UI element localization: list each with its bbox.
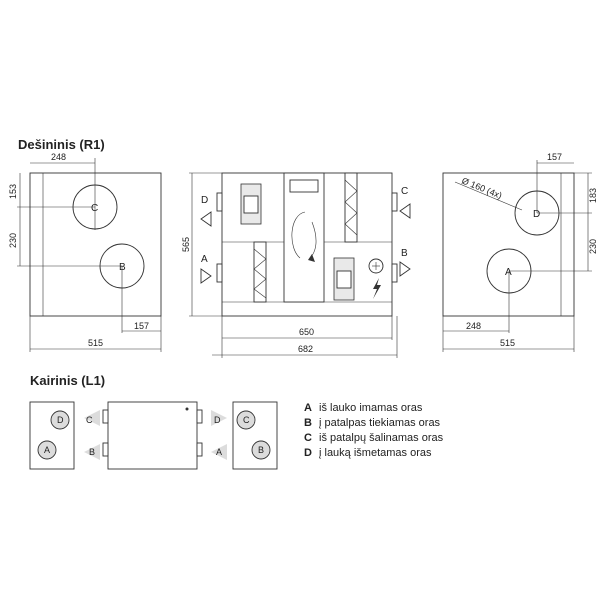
legend-text-d: į lauką išmetamas oras [319, 447, 432, 459]
legend-letter-d: D [304, 447, 312, 459]
dim-middle-682: 682 [298, 344, 313, 354]
left-flap-bottom [216, 263, 223, 283]
control-display [289, 179, 319, 193]
l1-arrow-a-label: A [216, 447, 222, 457]
dim-left-248: 248 [51, 152, 66, 162]
dim-right-157: 157 [547, 152, 562, 162]
middle-label-a: A [201, 254, 208, 265]
legend: A iš lauko imamas oras B į patalpas tiek… [304, 402, 444, 459]
l1-right-port-c [236, 410, 256, 430]
l1-left-box [29, 401, 75, 470]
arrow-b-outward [399, 261, 411, 277]
l1-main-flap-rb [196, 442, 203, 457]
filter-top-pleats [344, 179, 358, 236]
right-port-d-label: D [533, 209, 540, 220]
right-housing [442, 172, 575, 317]
l1-right-port-b [251, 440, 271, 460]
dim-right-515: 515 [500, 338, 515, 348]
arrow-d-outward [200, 211, 212, 227]
legend-letter-a: A [304, 402, 312, 414]
l1-main-flap-lb [102, 442, 109, 457]
l1-right-box [232, 401, 278, 470]
legend-text-a: iš lauko imamas oras [319, 402, 423, 414]
l1-left-port-a-label: A [44, 445, 50, 455]
dim-right-248: 248 [466, 321, 481, 331]
l1-right-port-c-label: C [243, 415, 250, 425]
middle-label-c: C [401, 186, 408, 197]
right-view: D A 157 Ø 160 (4x) 183 230 248 515 [442, 152, 598, 352]
middle-label-d: D [201, 195, 208, 206]
l1-arrow-b [84, 444, 100, 460]
right-flap-top [391, 192, 398, 212]
l1-left-port-d [50, 410, 70, 430]
arrow-a-inward [200, 268, 212, 284]
l1-arrow-d-label: D [214, 415, 221, 425]
filter-bottom [253, 241, 267, 303]
l1-arrow-b-label: B [89, 447, 95, 457]
dim-right-230: 230 [588, 239, 598, 254]
filter-bottom-pleats [253, 248, 267, 299]
legend-letter-c: C [304, 432, 312, 444]
l1-left-port-a [37, 440, 57, 460]
dim-middle-650: 650 [299, 327, 314, 337]
l1-arrow-c-label: C [86, 415, 93, 425]
l1-arrow-d [211, 410, 227, 426]
l1-left-port-d-label: D [57, 415, 64, 425]
l1-arrow-c [84, 410, 100, 426]
l1-main-dot [185, 407, 189, 411]
l1-main-flap-rt [196, 409, 203, 424]
l1-main-flap-lt [102, 409, 109, 424]
fan-top-left-motor [243, 195, 259, 214]
left-view: C B 248 153 230 157 515 [8, 152, 162, 352]
middle-center-section [283, 172, 325, 303]
rotation-arrow-head [308, 254, 315, 262]
dim-left-157: 157 [134, 321, 149, 331]
l1-main-box [107, 401, 198, 470]
title-right: Dešininis (R1) [18, 137, 105, 152]
l1-arrow-a [211, 444, 227, 460]
middle-label-b: B [401, 248, 408, 259]
fan-bottom-right-motor [336, 270, 352, 289]
right-port-a-label: A [505, 267, 512, 278]
left-port-b-label: B [119, 262, 126, 273]
left-variant-diagram: D A C B D A C B [29, 401, 278, 470]
legend-text-c: iš patalpų šalinamas oras [319, 432, 444, 444]
dim-right-183: 183 [588, 188, 598, 203]
arrow-c-inward [399, 203, 411, 219]
lightning-icon [373, 278, 381, 299]
middle-view: D A C B 565 650 682 [181, 172, 411, 358]
dim-left-153: 153 [8, 184, 18, 199]
left-flap-top [216, 192, 223, 212]
diameter-leader [454, 181, 523, 211]
left-port-c-label: C [91, 203, 98, 214]
dim-middle-565: 565 [181, 237, 191, 252]
legend-letter-b: B [304, 417, 312, 429]
title-left: Kairinis (L1) [30, 373, 105, 388]
legend-text-b: į patalpas tiekiamas oras [319, 417, 441, 429]
dim-left-515: 515 [88, 338, 103, 348]
right-flap-bottom [391, 263, 398, 283]
dim-left-230: 230 [8, 233, 18, 248]
l1-right-port-b-label: B [258, 445, 264, 455]
